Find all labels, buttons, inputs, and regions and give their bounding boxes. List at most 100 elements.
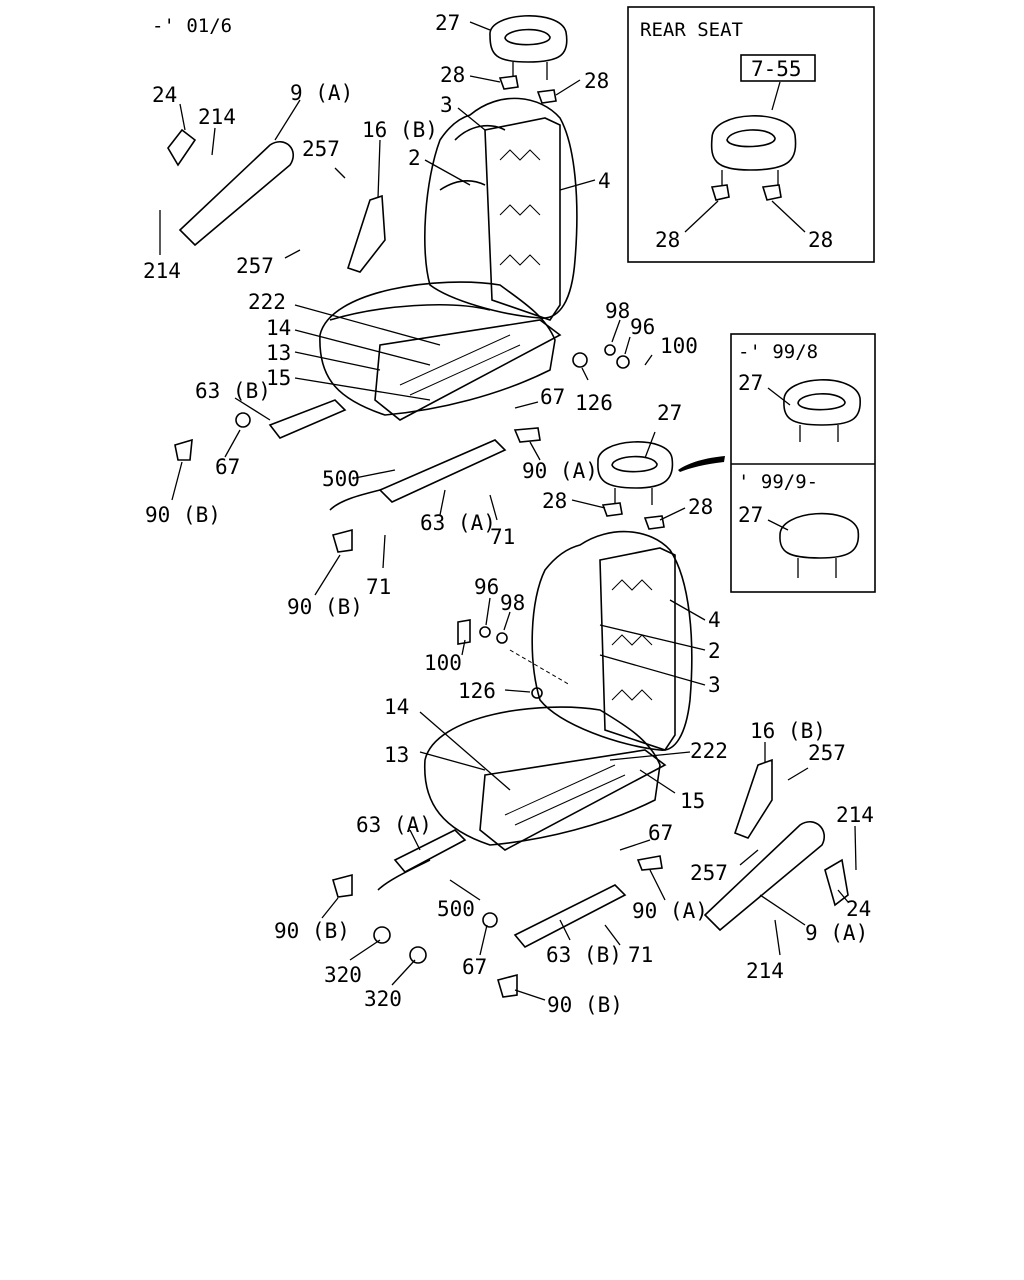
upper-guide-left-icon xyxy=(498,75,519,90)
leader-line xyxy=(774,919,781,956)
callout-14: 14 xyxy=(266,316,291,340)
callout-9A: 9 (A) xyxy=(290,81,353,105)
lower-bolt-67 xyxy=(482,912,498,928)
callout-100: 100 xyxy=(660,334,698,358)
callout-4: 4 xyxy=(708,608,721,632)
leader-line xyxy=(382,534,386,569)
callout-100: 100 xyxy=(424,651,462,675)
leader-line xyxy=(284,249,301,259)
upper-cushion-outline xyxy=(319,281,556,416)
upper-cover-90B-2 xyxy=(332,528,353,553)
callout-4: 4 xyxy=(598,169,611,193)
callout-71: 71 xyxy=(628,943,653,967)
callout-214: 214 xyxy=(746,959,784,983)
callout-15: 15 xyxy=(680,789,705,813)
date-code: -' 01/6 xyxy=(152,15,232,37)
callout-257: 257 xyxy=(236,254,274,278)
leader-line xyxy=(321,897,339,919)
rear-callout-28-right: 28 xyxy=(808,228,833,252)
leader-line xyxy=(179,103,186,131)
leader-line xyxy=(224,429,241,458)
leader-line xyxy=(504,689,531,693)
leader-line xyxy=(294,351,381,371)
callout-67: 67 xyxy=(215,455,240,479)
leader-line xyxy=(469,21,491,31)
leader-line xyxy=(419,711,511,791)
callout-320: 320 xyxy=(324,963,362,987)
lower-seat-assembly xyxy=(332,441,849,998)
callout-27: 27 xyxy=(435,11,460,35)
upper-cap-126 xyxy=(572,352,588,368)
callout-214: 214 xyxy=(836,803,874,827)
callout-14: 14 xyxy=(384,695,409,719)
callout-98: 98 xyxy=(500,591,525,615)
leader-line xyxy=(599,654,706,686)
lower-seatback-outline xyxy=(531,530,693,751)
leader-line xyxy=(334,167,346,179)
callout-13: 13 xyxy=(266,341,291,365)
variant-top-posts xyxy=(799,425,839,442)
upper-seatback-bolster xyxy=(439,124,506,191)
upper-seatback-springs xyxy=(499,149,541,266)
callout-214: 214 xyxy=(143,259,181,283)
callout-90B: 90 (B) xyxy=(287,595,363,619)
callout-9A: 9 (A) xyxy=(805,921,868,945)
leader-line xyxy=(409,829,421,851)
callout-28: 28 xyxy=(542,489,567,513)
callout-96: 96 xyxy=(630,315,655,339)
lower-cover-24 xyxy=(824,858,849,907)
lower-dash-line xyxy=(509,649,571,686)
upper-bolt-67-left xyxy=(235,412,251,428)
upper-headrest-posts xyxy=(512,62,548,80)
leader-line xyxy=(624,336,631,355)
callout-320: 320 xyxy=(364,987,402,1011)
leader-line xyxy=(644,431,656,459)
leader-line xyxy=(599,624,706,651)
lower-headrest-icon xyxy=(597,441,674,489)
lower-headrest-posts xyxy=(614,488,653,505)
lower-cover-90B-1 xyxy=(332,873,353,898)
variant-bottom-code: ' 99/9- xyxy=(738,471,818,493)
variant-pointer-arrow xyxy=(678,456,725,472)
callout-3: 3 xyxy=(708,673,721,697)
callout-500: 500 xyxy=(437,897,475,921)
leader-line xyxy=(294,377,431,401)
leader-line xyxy=(274,99,301,141)
variant-top-code: -' 99/8 xyxy=(738,341,818,363)
leader-line xyxy=(294,329,431,366)
leader-line xyxy=(479,924,488,956)
callout-90A: 90 (A) xyxy=(522,459,598,483)
leader-line xyxy=(649,869,666,901)
callout-leaders xyxy=(159,21,857,1001)
leader-line xyxy=(354,469,396,479)
leader-line xyxy=(424,159,471,186)
upper-cover-90A xyxy=(513,427,541,443)
leader-line xyxy=(489,494,498,521)
callout-90B: 90 (B) xyxy=(145,503,221,527)
upper-cover-24 xyxy=(167,128,197,167)
leader-line xyxy=(439,489,446,516)
leader-line xyxy=(559,179,596,191)
callout-67: 67 xyxy=(462,955,487,979)
leader-line xyxy=(449,879,481,901)
leader-line xyxy=(461,639,466,656)
lower-guide-right-icon xyxy=(643,515,665,530)
leader-line xyxy=(514,401,539,409)
callout-16B: 16 (B) xyxy=(362,118,438,142)
variant-bottom-leader xyxy=(767,519,789,531)
callout-96: 96 xyxy=(474,575,499,599)
callout-13: 13 xyxy=(384,743,409,767)
upper-washer-98 xyxy=(604,344,616,356)
lower-release-bar-500 xyxy=(377,859,431,891)
lower-cushion-outline xyxy=(423,706,661,846)
leader-line xyxy=(854,825,857,871)
leader-line xyxy=(609,751,691,761)
leader-line xyxy=(639,769,676,794)
upper-seat-assembly xyxy=(167,14,630,553)
leader-line xyxy=(391,959,416,986)
leader-line xyxy=(787,767,809,781)
leader-line xyxy=(837,889,849,903)
upper-seatback-frame xyxy=(484,117,561,321)
